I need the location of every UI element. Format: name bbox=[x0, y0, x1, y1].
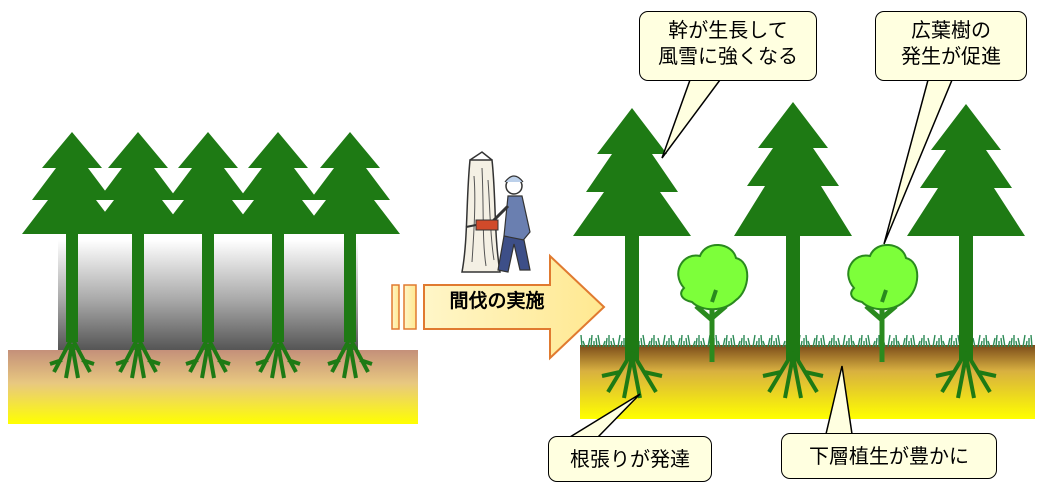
callout-broadleaf: 広葉樹の 発生が促進 bbox=[875, 11, 1027, 81]
callout-undergrowth: 下層植生が豊かに bbox=[781, 433, 997, 479]
conifer-tree bbox=[734, 102, 852, 399]
broadleaf-tree bbox=[847, 244, 919, 362]
callout-text-line: 広葉樹の bbox=[911, 18, 991, 42]
conifer-tree bbox=[573, 108, 691, 399]
thinned-forest-panel bbox=[573, 102, 1035, 419]
arrow-stripe bbox=[391, 284, 400, 330]
dense-forest-panel bbox=[8, 130, 418, 424]
thinning-arrow bbox=[391, 253, 606, 361]
callout-text-line: 根張りが発達 bbox=[570, 447, 690, 471]
callout-text-line: 発生が促進 bbox=[901, 44, 1001, 68]
conifer-tree bbox=[907, 104, 1025, 399]
callout-trunk-growth: 幹が生長して 風雪に強くなる bbox=[639, 11, 817, 81]
callout-text-line: 幹が生長して bbox=[668, 18, 788, 42]
callout-text-line: 下層植生が豊かに bbox=[809, 444, 969, 468]
arrow-body bbox=[423, 253, 606, 361]
arrow-stripe bbox=[403, 284, 417, 330]
broadleaf-tree bbox=[677, 244, 749, 362]
thinning-label: 間伐の実施 bbox=[449, 290, 545, 312]
callout-roots: 根張りが発達 bbox=[548, 436, 712, 482]
logger-illustration bbox=[461, 151, 531, 273]
callout-text-line: 風雪に強くなる bbox=[658, 44, 798, 68]
